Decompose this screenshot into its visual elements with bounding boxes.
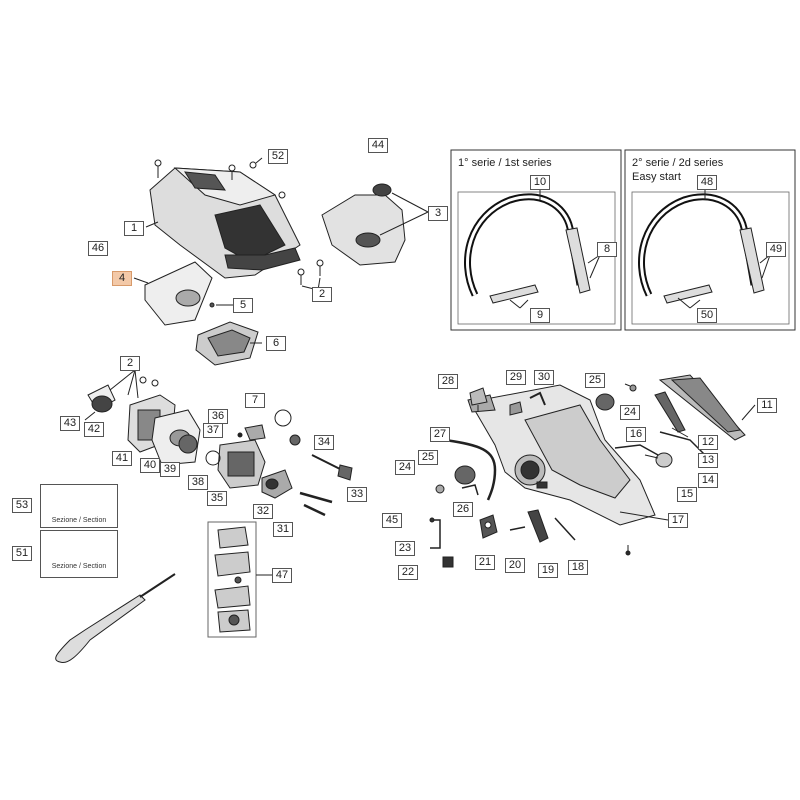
second-series-box bbox=[624, 149, 796, 331]
part-label-19[interactable]: 19 bbox=[538, 563, 558, 578]
part-label-10[interactable]: 10 bbox=[530, 175, 550, 190]
part-label-18[interactable]: 18 bbox=[568, 560, 588, 575]
plate-part bbox=[144, 261, 213, 326]
part-label-49[interactable]: 49 bbox=[766, 242, 786, 257]
part-label-43[interactable]: 43 bbox=[60, 416, 80, 431]
part-label-20[interactable]: 20 bbox=[505, 558, 525, 573]
part-label-22[interactable]: 22 bbox=[398, 565, 418, 580]
part-label-9[interactable]: 9 bbox=[530, 308, 550, 323]
part-label-46[interactable]: 46 bbox=[88, 241, 108, 256]
part-label-38[interactable]: 38 bbox=[188, 475, 208, 490]
part-label-6[interactable]: 6 bbox=[266, 336, 286, 351]
part-label-1[interactable]: 1 bbox=[124, 221, 144, 236]
part-label-33[interactable]: 33 bbox=[347, 487, 367, 502]
second-series-subtitle: Easy start bbox=[632, 171, 681, 183]
intake-parts bbox=[87, 384, 201, 466]
part-label-14[interactable]: 14 bbox=[698, 473, 718, 488]
first-series-box bbox=[450, 149, 622, 331]
front-handle-first-series bbox=[464, 193, 591, 304]
part-label-24[interactable]: 24 bbox=[395, 460, 415, 475]
part-label-41[interactable]: 41 bbox=[112, 451, 132, 466]
part-label-11[interactable]: 11 bbox=[757, 398, 777, 413]
first-series-title: 1° serie / 1st series bbox=[458, 157, 552, 169]
front-handle-second-series bbox=[638, 193, 765, 304]
part-label-45[interactable]: 45 bbox=[382, 513, 402, 528]
second-series-title: 2° serie / 2d series bbox=[632, 157, 724, 169]
part-label-23[interactable]: 23 bbox=[395, 541, 415, 556]
part-label-32[interactable]: 32 bbox=[253, 504, 273, 519]
part-label-17[interactable]: 17 bbox=[668, 513, 688, 528]
part-label-30[interactable]: 30 bbox=[534, 370, 554, 385]
part-label-15[interactable]: 15 bbox=[677, 487, 697, 502]
part-label-52[interactable]: 52 bbox=[268, 149, 288, 164]
gasket-kit-part bbox=[214, 526, 251, 633]
side-cover-part bbox=[321, 183, 406, 266]
part-label-51[interactable]: 51 bbox=[12, 546, 32, 561]
part-label-8[interactable]: 8 bbox=[597, 242, 617, 257]
part-label-5[interactable]: 5 bbox=[233, 298, 253, 313]
part-label-25[interactable]: 25 bbox=[585, 373, 605, 388]
part-label-36[interactable]: 36 bbox=[208, 409, 228, 424]
part-label-53[interactable]: 53 bbox=[12, 498, 32, 513]
part-label-16[interactable]: 16 bbox=[626, 427, 646, 442]
part-label-48[interactable]: 48 bbox=[697, 175, 717, 190]
air-filter-part bbox=[195, 321, 259, 366]
part-label-31[interactable]: 31 bbox=[273, 522, 293, 537]
part-label-47[interactable]: 47 bbox=[272, 568, 292, 583]
part-label-21[interactable]: 21 bbox=[475, 555, 495, 570]
carburetor-part bbox=[205, 424, 266, 489]
part-label-3[interactable]: 3 bbox=[428, 206, 448, 221]
part-label-34[interactable]: 34 bbox=[314, 435, 334, 450]
part-label-37[interactable]: 37 bbox=[203, 423, 223, 438]
part-label-4-highlighted[interactable]: 4 bbox=[112, 271, 132, 286]
part-label-7[interactable]: 7 bbox=[245, 393, 265, 408]
rear-handle-crankcase-part bbox=[467, 384, 656, 526]
section-caption: Sezione / Section bbox=[51, 563, 107, 570]
section-caption: Sezione / Section bbox=[51, 517, 107, 524]
part-label-26[interactable]: 26 bbox=[453, 502, 473, 517]
part-label-2[interactable]: 2 bbox=[312, 287, 332, 302]
part-label-13[interactable]: 13 bbox=[698, 453, 718, 468]
section-box-53: Sezione / Section bbox=[40, 484, 118, 528]
screwdriver-tool bbox=[55, 573, 176, 664]
section-box-51: Sezione / Section bbox=[40, 530, 118, 578]
part-label-2[interactable]: 2 bbox=[120, 356, 140, 371]
top-cover-part bbox=[149, 167, 301, 279]
part-label-29[interactable]: 29 bbox=[506, 370, 526, 385]
part-label-28[interactable]: 28 bbox=[438, 374, 458, 389]
part-label-42[interactable]: 42 bbox=[84, 422, 104, 437]
part-label-12[interactable]: 12 bbox=[698, 435, 718, 450]
part-label-25[interactable]: 25 bbox=[418, 450, 438, 465]
part-label-39[interactable]: 39 bbox=[160, 462, 180, 477]
part-label-50[interactable]: 50 bbox=[697, 308, 717, 323]
part-label-40[interactable]: 40 bbox=[140, 458, 160, 473]
part-label-35[interactable]: 35 bbox=[207, 491, 227, 506]
part-label-44[interactable]: 44 bbox=[368, 138, 388, 153]
part-label-24[interactable]: 24 bbox=[620, 405, 640, 420]
part-label-27[interactable]: 27 bbox=[430, 427, 450, 442]
